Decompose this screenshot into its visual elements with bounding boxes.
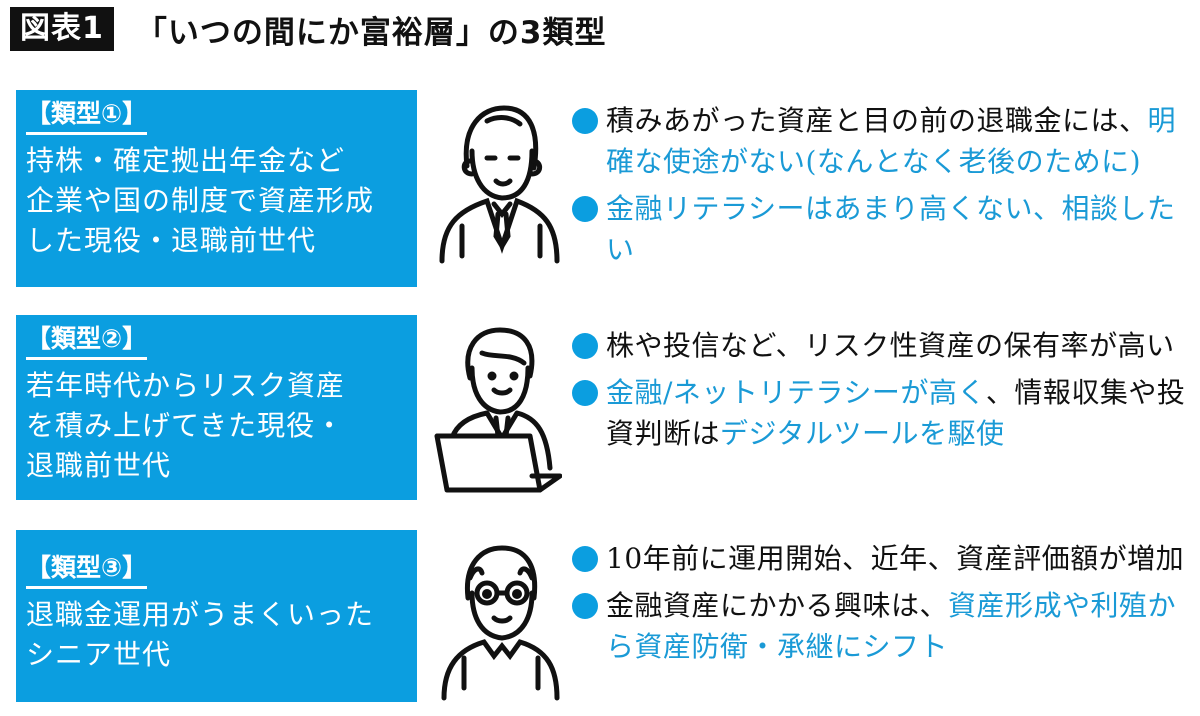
bullet-item: 金融/ネットリテラシーが高く、情報収集や投資判断はデジタルツールを駆使	[572, 372, 1192, 454]
older-man-in-suit-icon	[439, 105, 560, 264]
desc-line: シニア世代	[26, 638, 172, 671]
type-3-description: 退職金運用がうまくいった シニア世代	[26, 595, 407, 675]
bullet-text-highlight: 明確な使途がない(なんとなく老後のために)	[606, 104, 1177, 178]
desc-line: 持株・確定拠出年金など	[26, 144, 346, 177]
figure-title: 「いつの間にか富裕層」の3類型	[135, 14, 607, 51]
bullet-text: 積みあがった資産と目の前の退職金には、	[606, 104, 1148, 137]
type-1-description: 持株・確定拠出年金など 企業や国の制度で資産形成 した現役・退職前世代	[26, 141, 407, 261]
type-3-box: 【類型③】 退職金運用がうまくいった シニア世代	[16, 530, 417, 702]
bullet-text: 、情報収集や投資判断は	[606, 376, 1186, 450]
type-3-label: 【類型③】	[26, 552, 148, 589]
desc-line: 退職前世代	[26, 449, 172, 482]
type-2-box: 【類型②】 若年時代からリスク資産 を積み上げてきた現役・ 退職前世代	[16, 315, 417, 500]
bullet-text-highlight: 金融/ネットリテラシーが高く	[606, 376, 986, 409]
bullet-dot-icon	[572, 380, 598, 406]
bullet-text: 株や投信など、リスク性資産の保有率が高い	[606, 329, 1175, 362]
bullet-dot-icon	[572, 593, 598, 619]
figure-header: 図表1 「いつの間にか富裕層」の3類型	[10, 6, 606, 52]
desc-line: 企業や国の制度で資産形成	[26, 184, 375, 217]
type-1-bullets: 積みあがった資産と目の前の退職金には、明確な使途がない(なんとなく老後のために)…	[572, 100, 1192, 276]
desc-line: 若年時代からリスク資産	[26, 369, 346, 402]
bullet-text: 10年前に運用開始、近年、資産評価額が増加	[606, 542, 1185, 575]
desc-line: 退職金運用がうまくいった	[26, 598, 375, 631]
bullet-item: 株や投信など、リスク性資産の保有率が高い	[572, 325, 1192, 366]
senior-man-with-glasses-icon	[441, 545, 560, 701]
bullet-text-highlight: 金融リテラシーはあまり高くない、相談したい	[606, 192, 1176, 266]
bullet-text-highlight: 資産形成や利殖から資産防衛・承継にシフト	[606, 589, 1177, 663]
bullet-dot-icon	[572, 108, 598, 134]
bullet-item: 金融リテラシーはあまり高くない、相談したい	[572, 188, 1192, 270]
bullet-item: 金融資産にかかる興味は、資産形成や利殖から資産防衛・承継にシフト	[572, 585, 1192, 667]
type-2-description: 若年時代からリスク資産 を積み上げてきた現役・ 退職前世代	[26, 366, 407, 486]
desc-line: を積み上げてきた現役・	[26, 409, 345, 442]
type-2-bullets: 株や投信など、リスク性資産の保有率が高い 金融/ネットリテラシーが高く、情報収集…	[572, 325, 1192, 460]
bullet-item: 積みあがった資産と目の前の退職金には、明確な使途がない(なんとなく老後のために)	[572, 100, 1192, 182]
desc-line: した現役・退職前世代	[26, 224, 317, 257]
bullet-dot-icon	[572, 196, 598, 222]
bullet-text-highlight: デジタルツールを駆使	[720, 417, 1005, 450]
bullet-dot-icon	[572, 333, 598, 359]
bullet-text: 金融資産にかかる興味は、	[606, 589, 949, 622]
type-3-bullets: 10年前に運用開始、近年、資産評価額が増加 金融資産にかかる興味は、資産形成や利…	[572, 538, 1192, 673]
bullet-dot-icon	[572, 546, 598, 572]
man-with-laptop-icon	[434, 327, 562, 493]
type-1-label: 【類型①】	[26, 98, 148, 135]
figure-badge: 図表1	[10, 7, 114, 51]
type-1-box: 【類型①】 持株・確定拠出年金など 企業や国の制度で資産形成 した現役・退職前世…	[16, 90, 417, 287]
bullet-item: 10年前に運用開始、近年、資産評価額が増加	[572, 538, 1192, 579]
type-2-label: 【類型②】	[26, 323, 148, 360]
